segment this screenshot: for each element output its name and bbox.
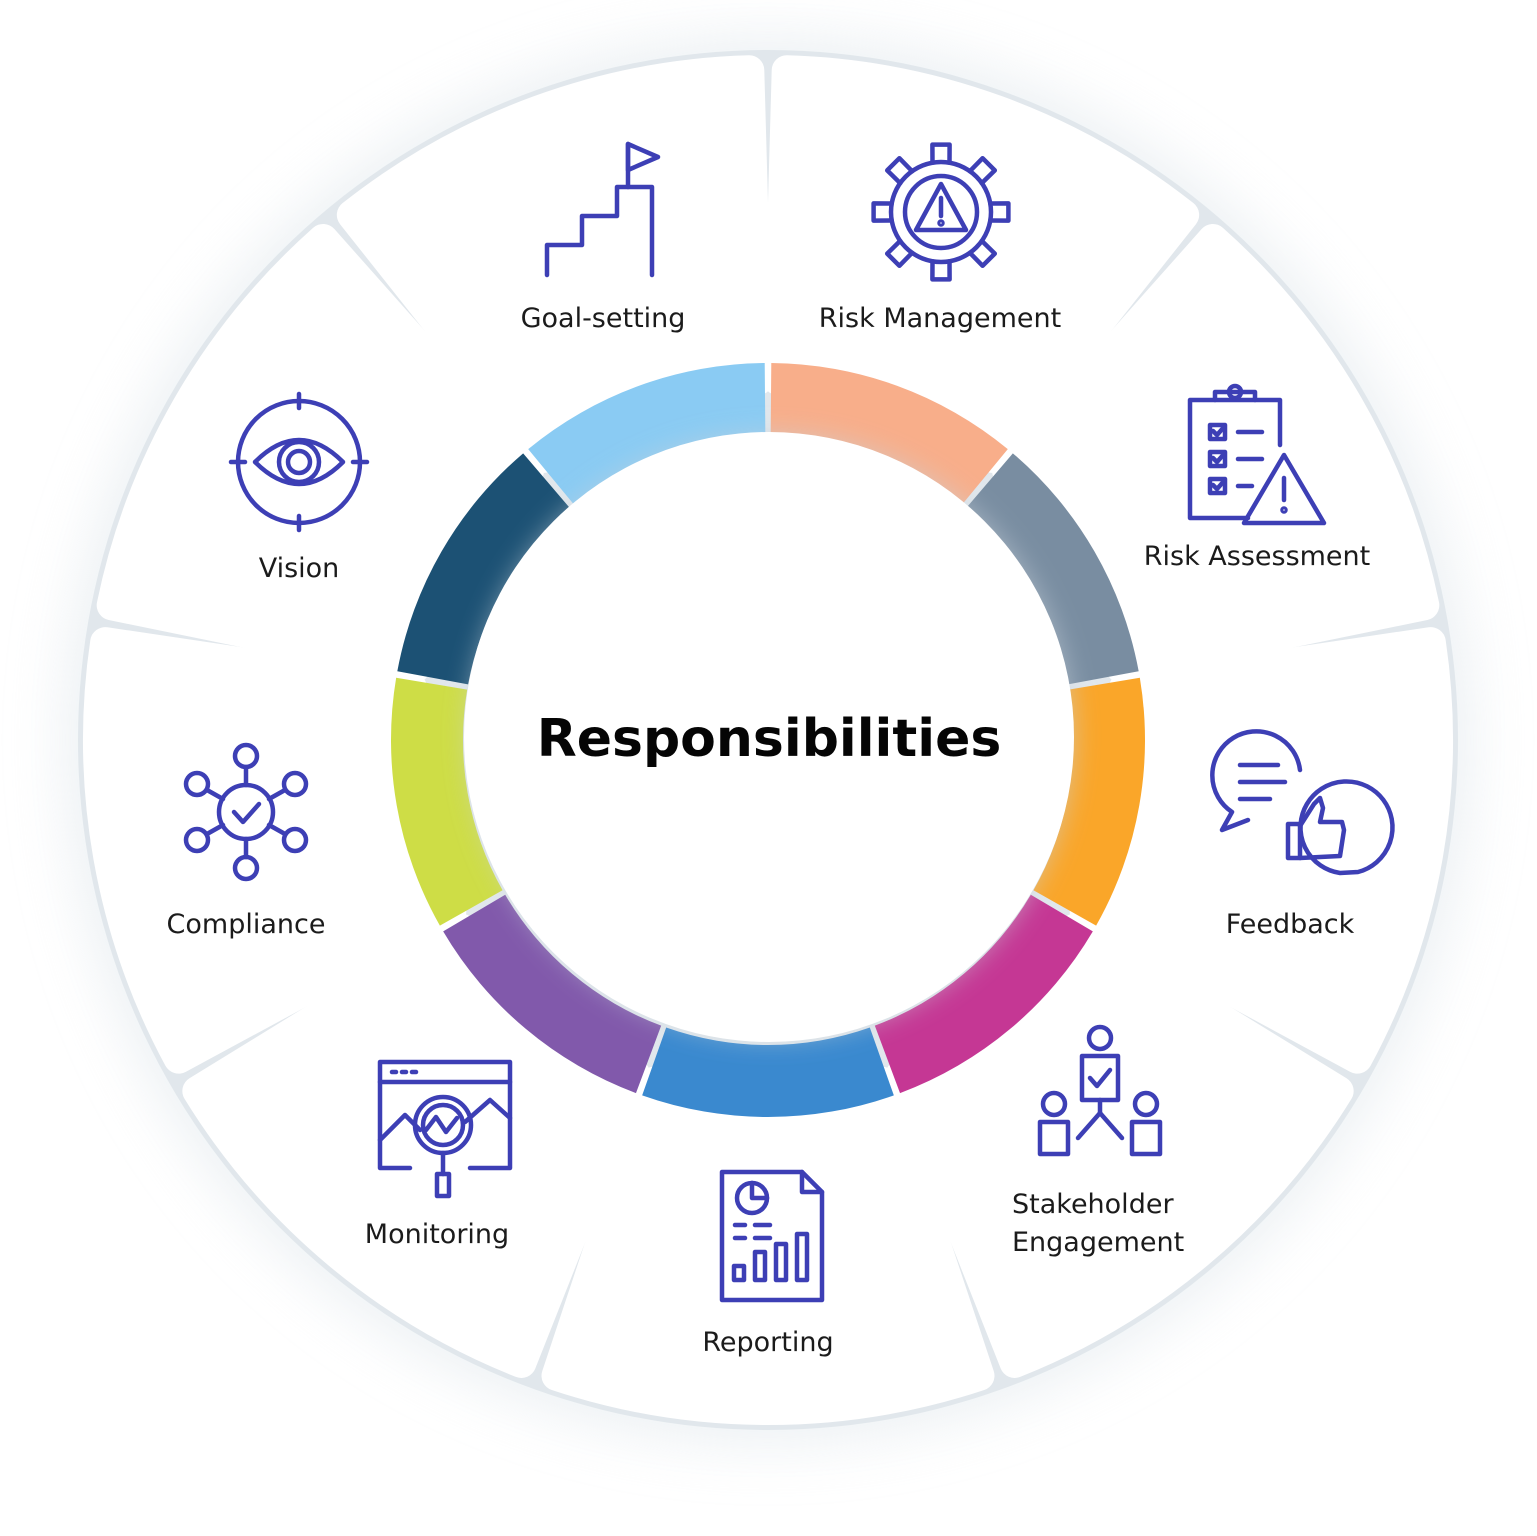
staircase-flag-icon: [544, 141, 661, 278]
ring-segment-risk-management: [966, 453, 1139, 685]
people-network-icon: [1037, 1024, 1163, 1157]
gear-warning-icon: [871, 142, 1011, 282]
label-risk-management: Risk Management: [819, 303, 1061, 334]
label-reporting: Reporting: [702, 1327, 833, 1358]
report-document-icon: [719, 1169, 825, 1303]
label-goal-setting: Goal-setting: [521, 303, 686, 334]
ring-segment-feedback: [874, 894, 1093, 1094]
hub-check-icon: [183, 742, 309, 882]
browser-magnifier-icon: [377, 1059, 513, 1199]
ring-segment-monitoring: [390, 677, 503, 926]
ring-segment-stakeholder-engagement: [642, 1027, 894, 1117]
eye-target-icon: [228, 391, 370, 533]
chat-thumbs-up-icon: [1210, 729, 1395, 876]
ring-segment-risk-assessment: [1033, 677, 1145, 926]
ring-segment-reporting: [443, 894, 662, 1094]
ring-segment-goal-setting: [770, 363, 1008, 505]
color-ring: [390, 363, 1145, 1117]
clipboard-warning-icon: [1187, 383, 1327, 526]
label-risk-assessment: Risk Assessment: [1144, 541, 1371, 572]
ring-segment-compliance: [397, 453, 570, 685]
center-circle: [464, 432, 1074, 1042]
label-compliance: Compliance: [167, 909, 326, 940]
center-title: Responsibilities: [537, 709, 1002, 769]
label-vision: Vision: [259, 553, 340, 584]
label-feedback: Feedback: [1226, 909, 1355, 940]
ring-segment-vision: [528, 363, 766, 505]
label-monitoring: Monitoring: [365, 1219, 509, 1250]
